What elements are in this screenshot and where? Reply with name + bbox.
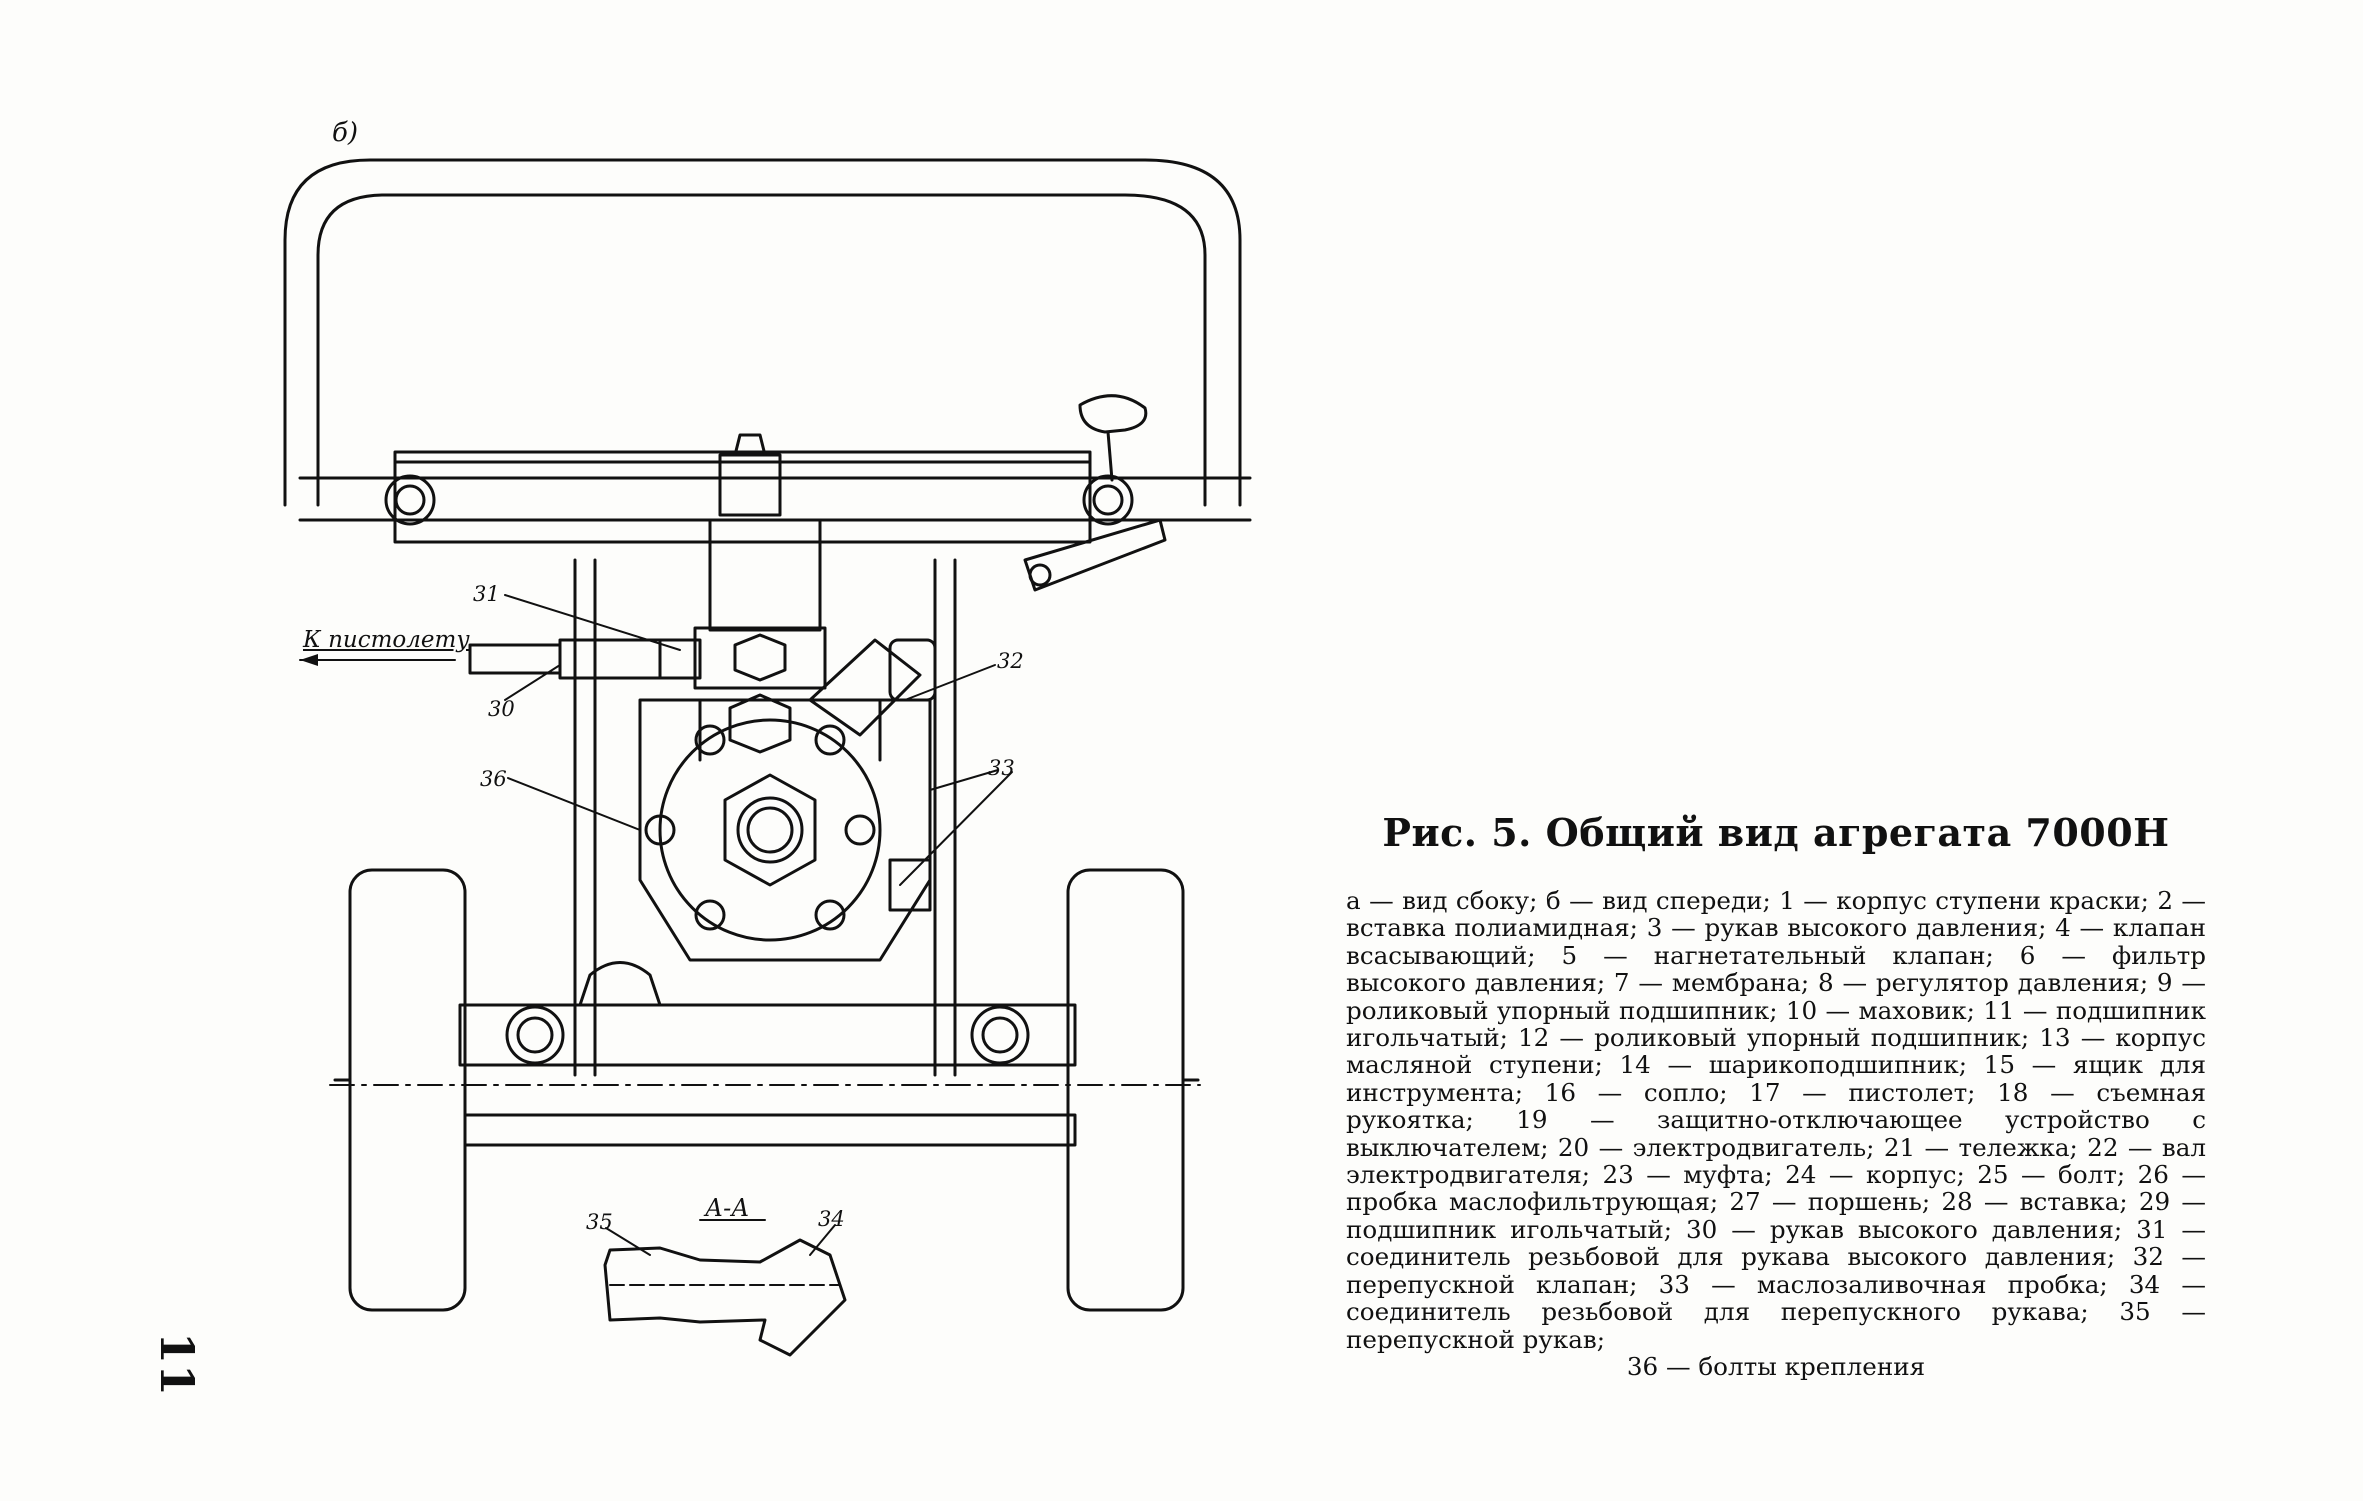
callout-33: 33: [988, 756, 1015, 780]
callout-31: 31: [473, 582, 500, 606]
front-view-drawing: [283, 158, 1252, 1357]
relief-valve: [808, 638, 922, 737]
section-aa-drawing: [603, 1238, 847, 1357]
callout-30: 30: [488, 697, 515, 721]
pump-column: [708, 518, 822, 632]
to-pistol-label: К пистолету: [303, 627, 470, 653]
wheel-right: [1066, 868, 1185, 1312]
wheel-left: [348, 868, 467, 1312]
axle: [458, 1003, 1077, 1067]
knob: [1078, 394, 1148, 434]
caption-title: Рис. 5. Общий вид агрегата 7000Н: [1382, 810, 2170, 855]
figure-caption: Рис. 5. Общий вид агрегата 7000Н а — вид…: [1346, 810, 2206, 1380]
hose: [468, 643, 562, 675]
caption-body: а — вид сбоку; б — вид спереди; 1 — корп…: [1346, 886, 2206, 1354]
page-number: 11: [150, 1331, 205, 1397]
pump-body: [638, 698, 932, 962]
handle-tube: [283, 158, 1242, 507]
callout-32: 32: [997, 649, 1024, 673]
section-aa-label: А-А: [705, 1194, 750, 1222]
callout-36: 36: [480, 767, 507, 791]
view-label: б): [332, 118, 359, 148]
pump-hub: [658, 718, 882, 942]
caption-last-line: 36 — болты крепления: [1626, 1351, 1926, 1381]
callout-35: 35: [586, 1210, 613, 1234]
callout-34: 34: [818, 1207, 845, 1231]
top-plate: [393, 450, 1092, 544]
